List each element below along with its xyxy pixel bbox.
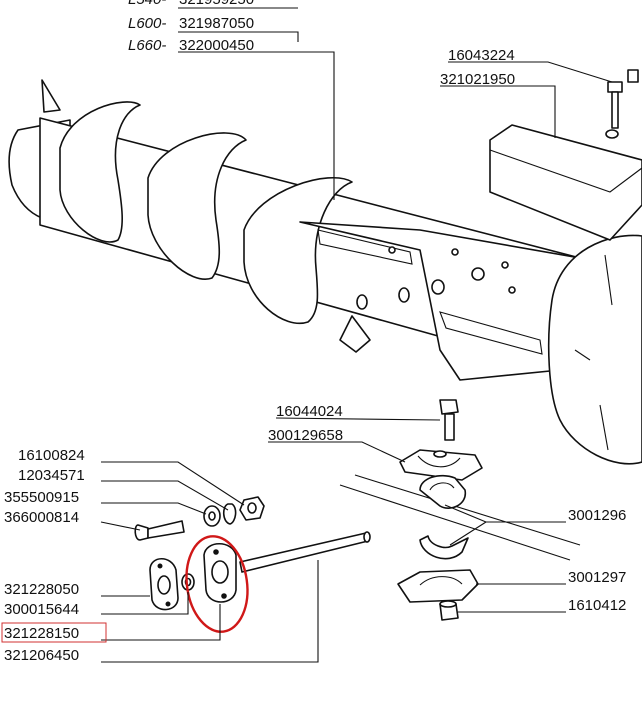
lockwasher-12034571 (222, 503, 237, 525)
model-label-list: L540- 321959250 L600- 321987050 L660- 32… (128, 0, 254, 54)
shaft-assembly (134, 496, 371, 611)
bracket-assembly (489, 69, 642, 241)
model-label: L660- (128, 37, 166, 54)
auger-assembly (8, 79, 642, 465)
auger-flight (243, 177, 353, 325)
part-label: 300015644 (4, 601, 79, 618)
nut-16100824 (239, 496, 265, 521)
part-label: 321021950 (440, 71, 515, 88)
part-label: 3001297 (568, 569, 626, 586)
part-label: 12034571 (18, 467, 85, 484)
flange-321228050 (149, 557, 179, 611)
part-label: 16044024 (276, 403, 343, 420)
part-label-list: 16043224 321021950 16044024 300129658 16… (1, 47, 626, 664)
auger-flight (147, 132, 247, 280)
leader-lines (100, 7, 613, 663)
highlight-box (1, 622, 107, 643)
model-label: L600- (128, 15, 166, 32)
model-label: L540- (128, 0, 166, 8)
auger-flight (59, 101, 141, 243)
part-label: 321228050 (4, 581, 79, 598)
part-label: 321206450 (4, 647, 79, 664)
bolt-16044024 (439, 399, 459, 441)
part-label: 366000814 (4, 509, 79, 526)
flange-321228150 (203, 542, 237, 603)
part-label: 16100824 (18, 447, 85, 464)
highlight-ring (185, 535, 249, 633)
part-label: 321987050 (179, 15, 254, 32)
clamp-bottom (397, 569, 479, 603)
part-label: 300129658 (268, 427, 343, 444)
part-label-highlighted: 321228150 (4, 625, 79, 642)
part-label: 3001296 (568, 507, 626, 524)
washer-355500915 (203, 505, 221, 527)
nut-1610412 (439, 600, 459, 621)
clamp-assembly (339, 399, 581, 621)
part-label: 355500915 (4, 489, 79, 506)
half-shell-lower (419, 535, 469, 560)
clamp-top (399, 449, 483, 481)
part-label: 16043224 (448, 47, 515, 64)
part-label: 322000450 (179, 37, 254, 54)
half-shell-upper (419, 474, 466, 509)
part-label: 1610412 (568, 597, 626, 614)
shaft-321206450 (239, 531, 371, 573)
bolt-366000814 (134, 520, 185, 541)
part-label: 321959250 (179, 0, 254, 8)
